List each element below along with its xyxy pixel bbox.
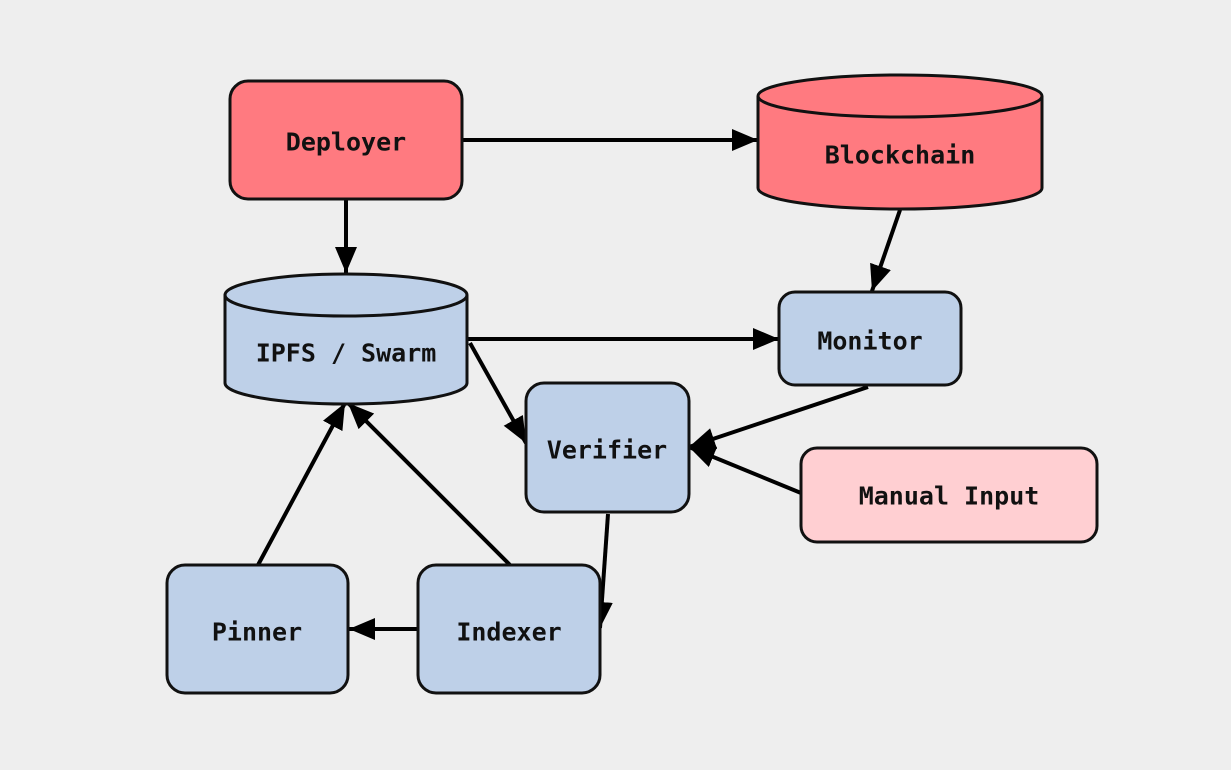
deployer-label: Deployer xyxy=(286,128,406,157)
monitor-label: Monitor xyxy=(817,327,922,356)
pinner-box xyxy=(165,563,350,695)
pinner-node[interactable]: Pinner xyxy=(165,563,350,695)
monitor-box xyxy=(777,290,963,387)
ipfs-cylinder-body xyxy=(223,295,469,406)
pinner-label: Pinner xyxy=(212,618,302,647)
verifier-box xyxy=(524,381,691,514)
monitor-node[interactable]: Monitor xyxy=(777,290,963,387)
edge-blockchain-to-monitor xyxy=(870,209,902,292)
indexer-node[interactable]: Indexer xyxy=(416,563,602,695)
deployer-box xyxy=(228,79,464,201)
edge-ipfs-to-verifier xyxy=(468,342,528,444)
edge-monitor-to-verifier xyxy=(688,385,869,450)
manual-input-node[interactable]: Manual Input xyxy=(799,446,1099,544)
indexer-label: Indexer xyxy=(456,618,561,647)
verifier-label: Verifier xyxy=(547,436,667,465)
ipfs-cylinder-top xyxy=(223,272,469,318)
ipfs-swarm-node[interactable]: IPFS / Swarm xyxy=(223,272,469,406)
blockchain-label: Blockchain xyxy=(825,141,976,170)
edges-layer xyxy=(256,129,902,640)
edge-pinner-to-ipfs xyxy=(256,402,347,566)
blockchain-cylinder-body xyxy=(756,96,1044,211)
blockchain-cylinder-top xyxy=(756,73,1044,119)
ipfs-swarm-label: IPFS / Swarm xyxy=(256,339,437,368)
edge-manual-input-to-verifier xyxy=(688,445,802,495)
manual-input-label: Manual Input xyxy=(859,482,1040,511)
deployer-node[interactable]: Deployer xyxy=(228,79,464,201)
edge-indexer-to-ipfs xyxy=(346,401,512,567)
blockchain-node[interactable]: Blockchain xyxy=(756,73,1044,211)
verifier-node[interactable]: Verifier xyxy=(524,381,691,514)
indexer-box xyxy=(416,563,602,695)
manual-input-box xyxy=(799,446,1099,544)
